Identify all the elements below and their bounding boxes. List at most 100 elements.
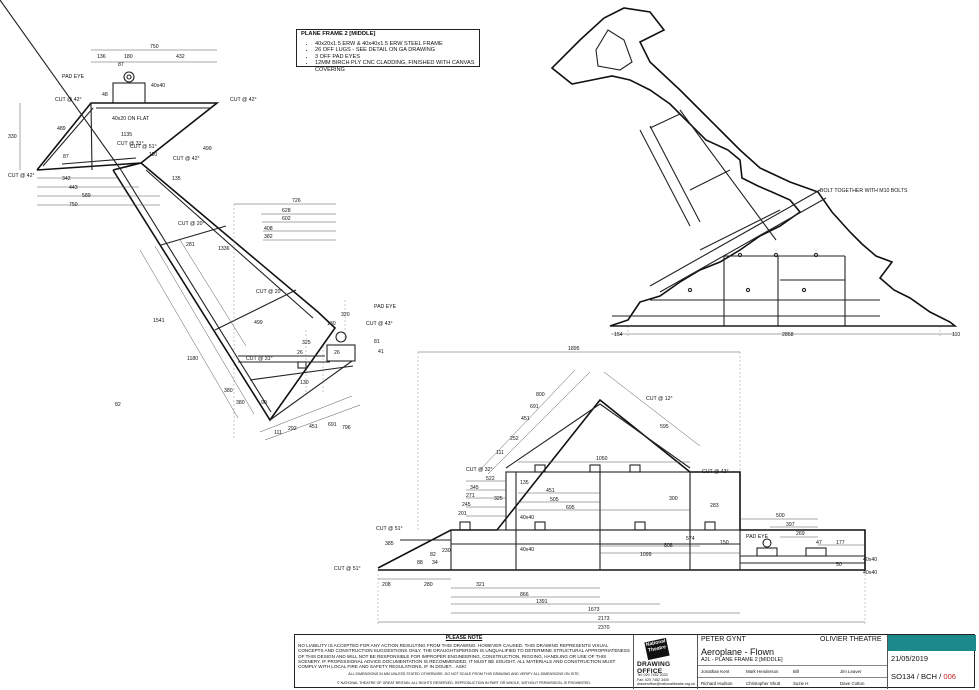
dim-label: 300 [669,496,678,502]
dim-label: 499 [254,320,263,326]
pad-eye-label: PAD EYE [62,74,85,80]
dim-label: 271 [466,493,475,499]
dim-label: 342 [62,176,71,182]
dim-label: 208 [382,582,391,588]
dim-label: 320 [341,312,350,318]
dim-label: 87 [63,154,69,160]
dim-label: 432 [176,54,185,60]
dim-label: 180 [124,54,133,60]
dim-label: 82 [115,402,121,408]
notes-box: PLANE FRAME 2 [MIDDLE] 40x20x1.5 ERW & 4… [296,29,480,73]
dim-label: 345 [470,485,479,491]
dim-label: 135 [520,480,529,486]
drawing-office-label: DRAWING OFFICE [637,661,671,675]
person: Christopher Shutt [746,681,781,686]
dim-label: 382 [264,234,273,240]
title-block: PLEASE NOTE NO LIABILITY IS ACCEPTED FOR… [294,634,976,689]
national-theatre-logo: National Theatre [644,637,670,661]
cut-label: CUT @ 51° [130,144,157,150]
dim-label: 26 [334,350,340,356]
dim-label: 154 [614,332,623,338]
dim-label: 451 [521,416,530,422]
size-label: 40x40 [863,557,877,563]
contact-line: draweroffice@nationaltheatre.org.uk [637,682,695,687]
dim-label: 1895 [568,346,580,352]
dim-label: 280 [424,582,433,588]
dim-label: 1391 [536,599,548,605]
dim-label: 26 [297,350,303,356]
dim-label: 589 [82,193,91,199]
dim-label: 602 [282,216,291,222]
cut-label: CUT @ 43° [702,469,729,475]
dim-label: 130 [327,321,336,327]
dim-label: 800 [536,392,545,398]
cut-label: CUT @ 31° [246,356,273,362]
dim-label: 82 [430,552,436,558]
note-item: 3 OFF PAD EYES [315,54,475,61]
dim-label: 408 [264,226,273,232]
dim-label: 574 [686,536,695,542]
dim-label: 595 [660,424,669,430]
dim-label: 2858 [782,332,794,338]
dim-label: 34 [432,560,438,566]
dim-label: 451 [546,488,555,494]
dim-label: 130 [300,380,309,386]
dim-label: 489 [57,126,66,132]
dim-label: 110 [149,152,157,158]
person: Suzie H [793,681,809,686]
dim-label: 47 [816,540,822,546]
dim-label: 136 [97,54,106,60]
dim-label: 500 [776,513,785,519]
people-row: Jonathan Kent Mark Henderson Bill Jim Le… [698,665,887,677]
drawing-number-suffix: 006 [943,672,957,681]
dim-label: 750 [150,44,159,50]
dim-label: 2173 [598,616,610,622]
size-label: 40x40 [151,83,165,89]
cut-label: CUT @ 51° [376,526,403,532]
notes-title: PLANE FRAME 2 [MIDDLE] [301,31,376,37]
dim-label: 1135 [121,132,132,138]
disclaimer-cell: PLEASE NOTE NO LIABILITY IS ACCEPTED FOR… [295,635,633,689]
person: Richard Hudson [701,681,733,686]
dim-label: 1336 [218,246,230,252]
cut-label: CUT @ 42° [173,156,200,162]
drawing-name: A2L - PLANE FRAME 2 [MIDDLE] [701,657,783,663]
dim-label: 201 [458,511,467,517]
dim-label: 380 [224,388,233,394]
dim-label: 808 [664,543,673,549]
dim-label: 628 [282,208,291,214]
dim-label: 48 [102,92,108,98]
dim-label: 691 [328,422,337,428]
cut-label: CUT @ 42° [8,173,35,179]
cut-label: CUT @ 42° [55,97,82,103]
dim-label: 866 [520,592,529,598]
pad-eye-label: PAD EYE [374,304,397,310]
bottom-frame-view [377,351,866,626]
contact-details: Tel: 020 7452 3333 Fax: 020 7452 3400 dr… [637,673,695,687]
dim-label: 750 [69,202,78,208]
cut-label: CUT @ 43° [366,321,393,327]
drawing-labels: 750 136 180 432 87 48 330 489 1135 110 1… [8,44,960,631]
person: Jonathan Kent [701,669,730,674]
cut-label: CUT @ 51° [334,566,361,572]
dim-label: 110 [952,332,960,338]
people-row: Richard Hudson Christopher Shutt Suzie H… [698,677,887,689]
theatre-name: OLIVIER THEATRE [820,636,882,643]
dim-label: 1673 [588,607,600,613]
person: Jim Leaver [840,669,862,674]
date-cell: 21/05/2019 SO134 / BCH / 006 [887,635,976,689]
project-name: Aeroplane - Flown [701,647,775,657]
dim-label: 177 [836,540,845,546]
dim-label: 691 [530,404,539,410]
dim-label: 81 [374,339,380,345]
dim-label: 505 [550,497,559,503]
cut-label: CUT @ 12° [646,396,673,402]
right-clad-view [550,7,958,338]
notes-list: 40x20x1.5 ERW & 40x40x1.5 ERW STEEL FRAM… [301,41,475,74]
dim-label: 88 [417,560,423,566]
dim-label: 796 [342,425,351,431]
dim-label: 1180 [187,356,198,362]
dim-label: 90 [261,400,267,406]
dim-label: 443 [69,185,78,191]
